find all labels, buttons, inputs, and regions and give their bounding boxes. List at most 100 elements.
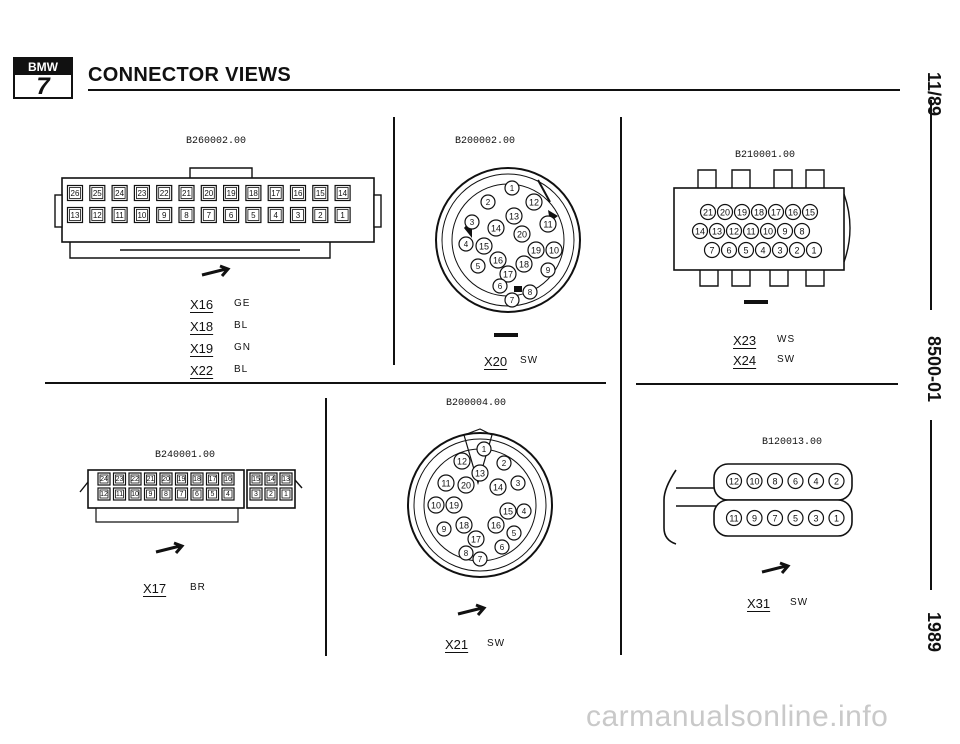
c1-latch-left [54,194,63,228]
c5-pin-16-label: 16 [491,521,501,531]
c6-pin-5-label: 5 [793,514,798,524]
c1-pin-11-label: 11 [115,211,124,220]
c1-pin-5-inner [247,209,260,221]
c6-pin-1-label: 1 [834,514,839,524]
c5-pin-5-label: 5 [512,529,517,538]
c2-pin-18 [515,255,533,273]
c4-pin-3-inner [251,489,261,499]
c1-color-4: BL [234,364,249,375]
c4-pin-3-label: 3 [254,491,258,498]
c5-pin-9-label: 9 [442,525,447,534]
c3-pin-3 [771,241,789,259]
c2-pin-14 [487,219,505,237]
c3-top-tab-2 [773,169,793,188]
c5-color-1: SW [487,638,506,649]
c5-pin-10-label: 10 [431,501,441,511]
c1-pin-10-label: 10 [137,211,146,220]
c1-pin-22-label: 22 [160,189,169,198]
c1-pin-13-inner [69,209,81,221]
c1-pin-25 [89,184,106,202]
c5-pin-3 [510,475,526,491]
c2-pin-13 [505,207,523,225]
c4-pin-9-label: 9 [149,491,153,498]
c5-pin-7-label: 7 [478,555,483,564]
c4-pin-12-inner [99,489,109,499]
c4-pin-1-inner [281,489,291,499]
c6-code-1: X31 [747,596,771,611]
c6-pin-11-label: 11 [729,514,738,524]
c1-pin-11 [111,206,128,224]
c4-pin-23-inner [115,474,124,484]
c3-pin-9 [776,222,794,240]
c3-pin-12 [725,222,743,240]
c4-pin-7-label: 7 [180,491,184,498]
c1-code-2: X18 [190,319,214,334]
c2-pin-12-label: 12 [529,198,539,208]
c4-pin-14-label: 14 [267,476,275,483]
c2-pin-17 [499,265,517,283]
c4-pin-23-label: 23 [116,476,124,483]
c1-pin-14-inner [336,187,349,199]
c3-pin-1-label: 1 [811,246,816,256]
c3-pin-18-label: 18 [754,208,764,218]
c3-pin-16-label: 16 [788,208,798,218]
c6-pin-12-label: 12 [729,477,739,487]
c1-pin-18 [245,184,262,202]
c2-key-bottom [514,286,522,292]
c1-pin-26 [66,184,84,202]
c2-pin-7 [504,292,520,308]
c1-pin-5 [245,206,262,224]
c1-pin-11-inner [113,209,126,221]
c2-pin-15-label: 15 [479,242,489,252]
c1-latch-right [373,194,382,228]
c1-pin-2-label: 2 [318,211,323,220]
c6-pin-1 [828,509,845,527]
c1-pin-17-inner [269,187,282,199]
c2-pin-1 [504,180,520,196]
c1-pin-1 [334,206,351,224]
c5-pin-17 [467,530,485,548]
c5-pin-13 [471,464,489,482]
c3-pin-21-label: 21 [703,208,713,218]
c4-pin-22-inner [130,474,140,484]
c2-pin-16-label: 16 [493,256,503,266]
c4-code-1: X17 [143,581,167,596]
c1-pin-8-label: 8 [184,211,189,220]
c3-part-number: B210001.00 [735,150,796,161]
c5-pin-18 [455,516,473,534]
c3-bottom-tab-1 [731,270,751,287]
c6-pin-4-label: 4 [813,477,818,487]
c5-mid-ring [413,438,547,572]
c1-pin-26-label: 26 [71,189,80,198]
c6-pin-7 [766,509,784,527]
c1-pin-16 [289,184,307,202]
c6-pin-4 [807,472,825,490]
c4-pin-19-inner [177,474,186,484]
c4-pin-21 [143,472,158,486]
c3-pin-11 [742,222,760,240]
c3-color-2: SW [777,354,796,365]
c4-pin-2-label: 2 [269,491,273,498]
c5-pin-16 [487,516,505,534]
c2-pin-6-label: 6 [498,282,503,291]
c4-part-number: B240001.00 [155,450,216,461]
c3-pin-6 [720,241,738,259]
c6-pin-12 [725,472,743,490]
c5-pin-12 [453,452,471,470]
c1-code-3: X19 [190,341,214,356]
c1-part-number: B260002.00 [186,136,247,147]
c1-pin-1-inner [336,209,349,221]
c4-pin-9 [143,487,158,501]
c2-part-number: B200002.00 [455,136,516,147]
c4-pin-17-inner [208,474,217,484]
c5-pin-3-label: 3 [516,479,521,488]
c1-pin-8 [178,206,195,224]
c5-pin-15-label: 15 [503,507,513,517]
c4-color-1: BR [190,582,206,593]
c5-key-wedge [463,428,493,486]
c1-pin-21-label: 21 [182,189,191,198]
c4-pin-11-inner [115,489,124,499]
c1-key [189,167,253,178]
c2-pin-12 [525,193,543,211]
